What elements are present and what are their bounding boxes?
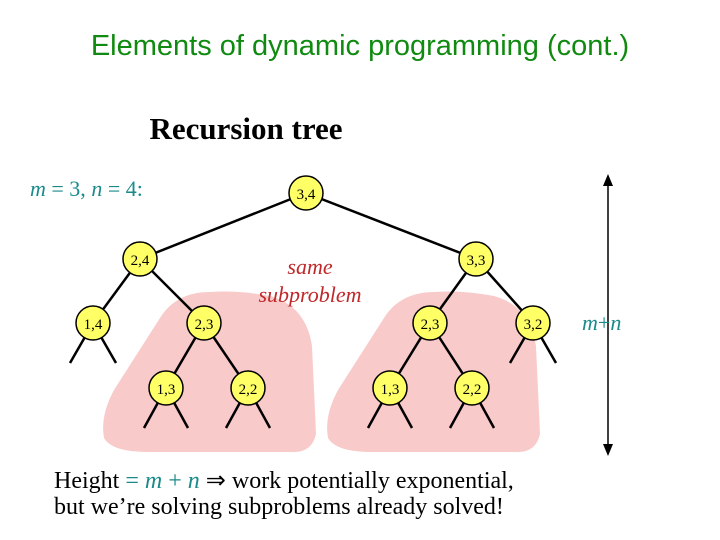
node-label: 1,3 — [157, 382, 176, 398]
node-circle — [148, 370, 184, 406]
node-circle — [288, 175, 324, 211]
height-plus: + — [598, 310, 610, 335]
node-3-4: 3,4 — [288, 175, 324, 211]
node-3-3: 3,3 — [458, 241, 494, 277]
m-symbol: m — [30, 176, 46, 201]
node-circle — [412, 305, 448, 341]
node-circle — [458, 241, 494, 277]
n-symbol: n — [91, 176, 102, 201]
node-2-3-left: 2,3 — [186, 305, 222, 341]
node-label: 3,3 — [467, 253, 486, 269]
m-equals: = 3, — [46, 176, 91, 201]
footer-formula: = m + n — [125, 468, 200, 494]
height-label: m+n — [582, 310, 621, 335]
footer-text: Height = m + n ⇒ work potentially expone… — [54, 468, 514, 520]
recursion-tree-diagram: Recursion tree m = 3, n = 4: same subpro… — [30, 111, 621, 456]
node-1-4: 1,4 — [75, 305, 111, 341]
node-circle — [75, 305, 111, 341]
highlight-blob-left — [103, 291, 316, 452]
node-2-2-left: 2,2 — [230, 370, 266, 406]
footer-line1-suffix: ⇒ work potentially exponential, — [199, 468, 514, 494]
highlight-blob-right — [327, 291, 540, 452]
node-label: 1,4 — [84, 317, 103, 333]
footer-height-word: Height — [54, 468, 126, 494]
node-label: 2,3 — [195, 317, 214, 333]
node-2-2-right: 2,2 — [454, 370, 490, 406]
node-2-4: 2,4 — [122, 241, 158, 277]
node-2-3-right: 2,3 — [412, 305, 448, 341]
height-n: n — [610, 310, 621, 335]
n-equals: = 4: — [102, 176, 143, 201]
annotation-line2: subproblem — [258, 282, 361, 307]
node-circle — [186, 305, 222, 341]
node-label: 2,2 — [239, 382, 258, 398]
node-circle — [230, 370, 266, 406]
node-label: 3,2 — [524, 317, 543, 333]
node-label: 2,3 — [421, 317, 440, 333]
node-label: 2,4 — [131, 253, 150, 269]
node-circle — [454, 370, 490, 406]
node-1-3-left: 1,3 — [148, 370, 184, 406]
slide-title: Elements of dynamic programming (cont.) — [90, 30, 630, 62]
diagram-heading: Recursion tree — [149, 111, 342, 146]
node-label: 3,4 — [297, 187, 316, 203]
node-label: 1,3 — [381, 382, 400, 398]
height-arrow-head-top — [603, 174, 613, 186]
edge — [139, 191, 307, 261]
height-m: m — [582, 310, 598, 335]
node-circle — [515, 305, 551, 341]
annotation-line1: same — [287, 254, 332, 279]
footer-line-2: but we’re solving subproblems already so… — [54, 494, 504, 520]
footer-line-1: Height = m + n ⇒ work potentially expone… — [54, 468, 514, 494]
tree-params-label: m = 3, n = 4: — [30, 176, 143, 201]
node-3-2: 3,2 — [515, 305, 551, 341]
node-label: 2,2 — [463, 382, 482, 398]
edge — [305, 191, 477, 261]
node-1-3-right: 1,3 — [372, 370, 408, 406]
height-arrow-head-bottom — [603, 444, 613, 456]
node-circle — [372, 370, 408, 406]
height-arrow — [603, 174, 613, 456]
node-circle — [122, 241, 158, 277]
